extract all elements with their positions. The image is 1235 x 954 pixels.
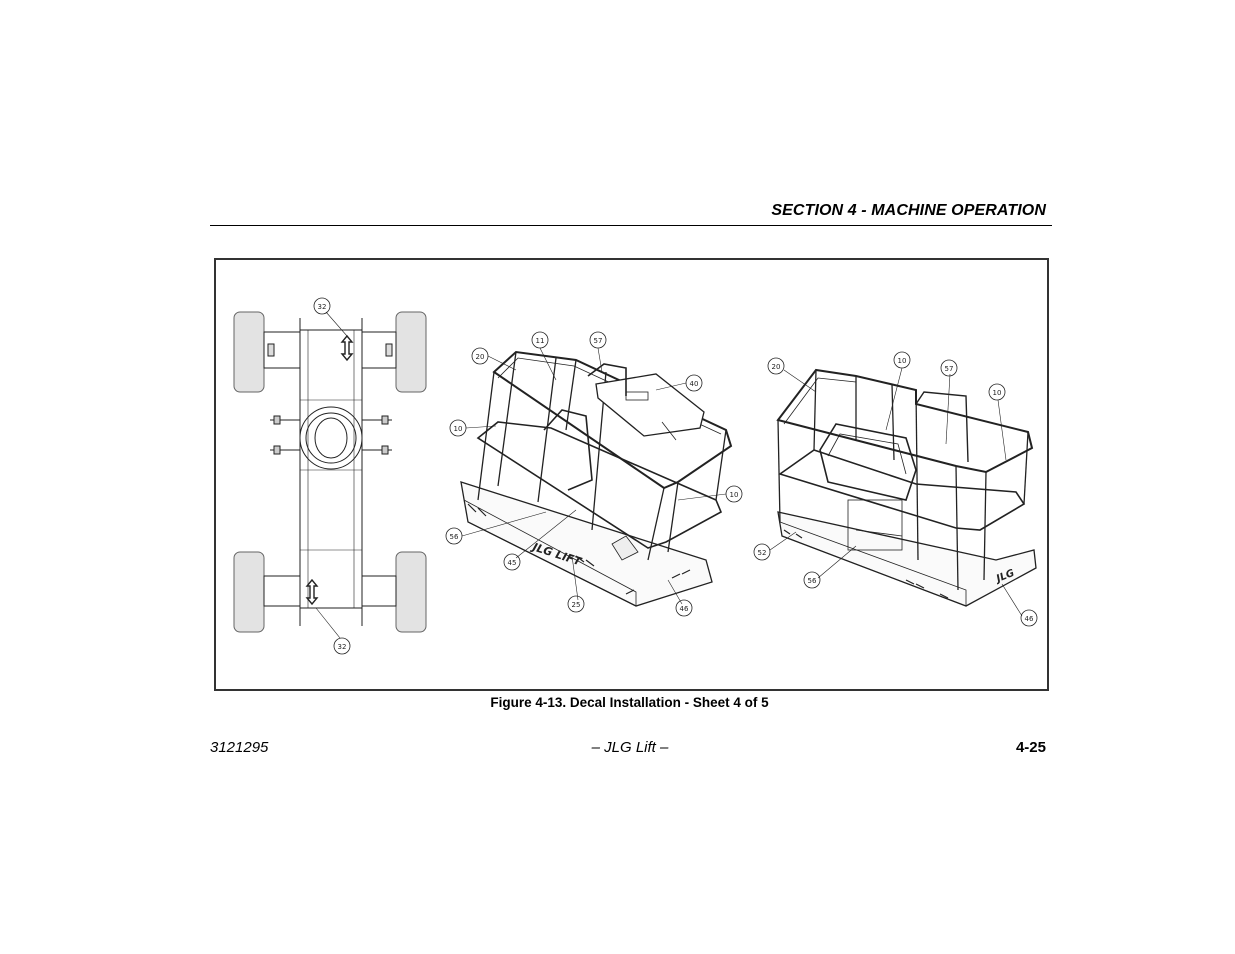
callout-label: 52: [758, 549, 767, 557]
rear-axle-left: [263, 575, 301, 607]
callout-label: 57: [945, 365, 954, 373]
footer-center-text: – JLG Lift –: [591, 739, 669, 756]
callout-label: 56: [450, 533, 459, 541]
rear-axle-right: [361, 575, 397, 607]
drive-arrow-decal-rear: [305, 578, 319, 606]
callout-label: 25: [572, 601, 581, 609]
page-number: 4-25: [1015, 739, 1046, 756]
callout-label: 46: [1025, 615, 1034, 623]
tire-rear-left: [233, 551, 265, 633]
tire-front-left: [233, 311, 265, 393]
callout-label: 20: [772, 363, 781, 371]
callout-label: 32: [318, 303, 327, 311]
platform-mid-rail-rear: [778, 449, 1026, 531]
chassis-frame: [299, 329, 363, 609]
chassis-top-view: 32 32: [233, 297, 427, 655]
figure-caption: Figure 4-13. Decal Installation - Sheet …: [490, 695, 769, 710]
drive-arrow-decal-front: [340, 334, 354, 362]
platform-top-rail-rear: [776, 368, 1034, 474]
document-number: 3121295: [210, 739, 269, 756]
callout-label: 40: [690, 380, 699, 388]
platform-floor: [460, 481, 713, 607]
callout-label: 10: [454, 425, 463, 433]
section-title: SECTION 4 - MACHINE OPERATION: [771, 202, 1046, 219]
callout-label: 56: [808, 577, 817, 585]
callout-label: 46: [680, 605, 689, 613]
callout-label: 32: [338, 643, 347, 651]
callout-circle: [333, 637, 351, 655]
callout-label: 11: [536, 337, 545, 345]
callout-label: 57: [594, 337, 603, 345]
turntable-bearing: [299, 406, 363, 470]
callout-label: 45: [508, 559, 517, 567]
callout-label: 20: [476, 353, 485, 361]
header-divider: [210, 225, 1052, 226]
tire-rear-right: [395, 551, 427, 633]
platform-front-view: JLG LIFT: [445, 331, 743, 617]
platform-top-rail: [492, 350, 733, 490]
platform-floor-rear: [777, 511, 1037, 607]
platform-rear-view: JLG 20 10 57 10: [753, 351, 1038, 627]
figure-frame: 32 32: [214, 258, 1049, 691]
callout-circle: [313, 297, 331, 315]
tire-front-right: [395, 311, 427, 393]
callout-label: 10: [898, 357, 907, 365]
callout-label: 10: [993, 389, 1002, 397]
decal-installation-drawing: 32 32: [233, 297, 1038, 655]
control-console: [595, 373, 705, 437]
callout-label: 10: [730, 491, 739, 499]
